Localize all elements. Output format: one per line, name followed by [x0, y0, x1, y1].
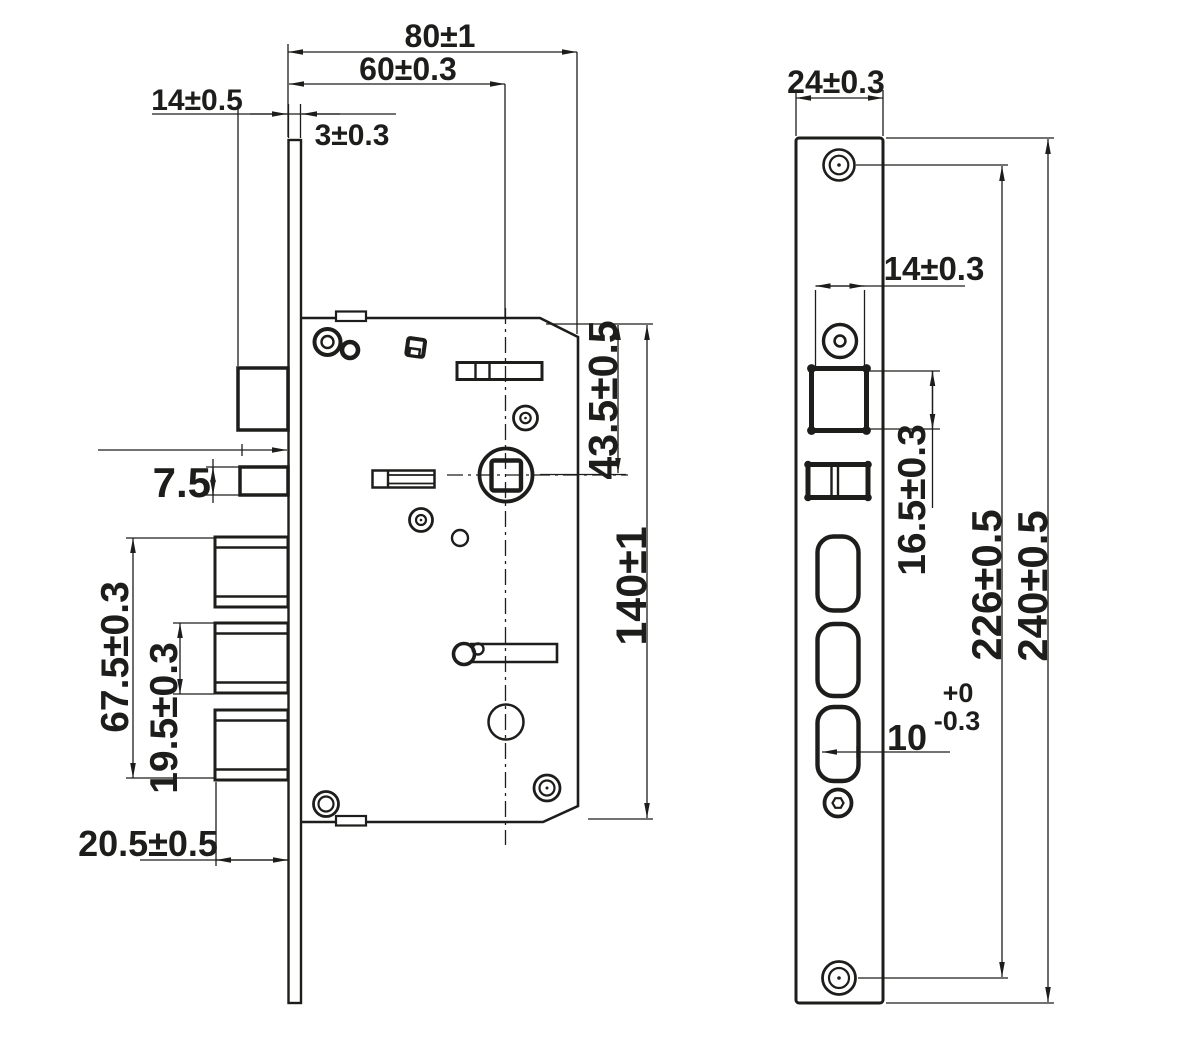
bottom-screw-hole	[821, 960, 857, 996]
mid-slot	[371, 469, 436, 489]
screw-centers-label: 226±0.5	[963, 509, 1010, 661]
bolt-slot-1	[815, 534, 861, 613]
deadbolt-2	[213, 621, 290, 695]
latch-projection-label: 14±0.5	[151, 84, 243, 117]
dim-case-height: 140±1	[588, 325, 656, 820]
spindle-square-hole	[807, 364, 871, 435]
aux-bolt-height-label: 7.5	[153, 459, 211, 506]
aux-latch-bolt	[238, 465, 290, 497]
plate-width-label: 24±0.3	[787, 64, 885, 100]
bent-tab-part	[404, 336, 428, 359]
deadbolt-3	[213, 708, 290, 782]
dim-slot-width: 10 +0 -0.3	[822, 678, 980, 758]
deadbolt-1	[213, 535, 290, 609]
side-view: 80±1 60±0.3 14±0.5 3±0.3 7.5	[78, 18, 656, 1005]
screw-post-upper	[512, 404, 539, 432]
upper-screw-hole	[821, 322, 859, 360]
faceplate-view: 24±0.3 14±0.3 16.5±0.3 226±0.5 240±0.5	[787, 64, 1056, 1005]
screw-boss-top-left	[312, 327, 343, 357]
backset-label: 60±0.3	[359, 51, 457, 87]
dim-backset: 60±0.3	[289, 51, 506, 318]
hub-to-top-label: 43.5±0.5	[580, 320, 626, 479]
faceplate-edge	[287, 138, 303, 1005]
case-height-label: 140±1	[608, 526, 656, 645]
top-screw-hole	[822, 148, 856, 182]
bolt-slot-3	[815, 704, 861, 784]
latch-bolt	[236, 366, 290, 432]
dim-screw-centers: 226±0.5	[856, 164, 1010, 979]
latch-cutout	[804, 460, 872, 502]
top-tab	[334, 310, 368, 323]
dim-aux-bolt-height: 7.5	[153, 459, 241, 506]
hex-screw-hole	[822, 787, 854, 819]
aux-latch-reference-line	[98, 444, 287, 456]
dim-square-height: 16.5±0.3	[870, 370, 940, 576]
plate-length-label: 240±0.5	[1009, 510, 1056, 662]
dim-faceplate-thickness: 3±0.3	[315, 119, 390, 152]
bottom-tab	[334, 814, 368, 827]
key-slot	[451, 641, 559, 667]
dim-bolt-span: 67.5±0.3	[94, 537, 214, 779]
dim-plate-width: 24±0.3	[787, 64, 885, 136]
lock-case-outline	[298, 316, 580, 824]
dim-latch-projection: 14±0.5	[151, 84, 396, 366]
slot-tol-upper-label: +0	[943, 678, 974, 708]
slot-width-label: 10	[887, 717, 927, 758]
bolt-slot-2	[815, 621, 861, 699]
dim-bolt-throw: 20.5±0.5	[78, 782, 288, 866]
dim-bolt-height: 19.5±0.3	[143, 622, 214, 794]
slot-tol-lower-label: -0.3	[934, 706, 981, 736]
top-slot	[455, 361, 544, 381]
screw-boss-bottom-left	[312, 790, 340, 818]
dim-case-width: 80±1	[287, 18, 578, 334]
bolt-height-label: 19.5±0.3	[143, 642, 186, 794]
bolt-throw-label: 20.5±0.5	[78, 823, 218, 864]
dim-plate-length: 240±0.5	[886, 137, 1056, 1004]
square-width-label: 14±0.3	[884, 250, 985, 287]
dim-hub-to-top: 43.5±0.5	[540, 320, 653, 480]
case-width-label: 80±1	[405, 18, 476, 54]
faceplate-thickness-label: 3±0.3	[315, 119, 390, 152]
square-height-label: 16.5±0.3	[891, 424, 934, 576]
small-pin-hole	[450, 528, 470, 548]
pin-top-left	[339, 339, 361, 361]
dim-square-width: 14±0.3	[814, 250, 985, 366]
screw-boss-bottom-right	[532, 773, 562, 803]
bolt-span-label: 67.5±0.3	[94, 581, 137, 733]
screw-post-middle	[408, 507, 434, 533]
